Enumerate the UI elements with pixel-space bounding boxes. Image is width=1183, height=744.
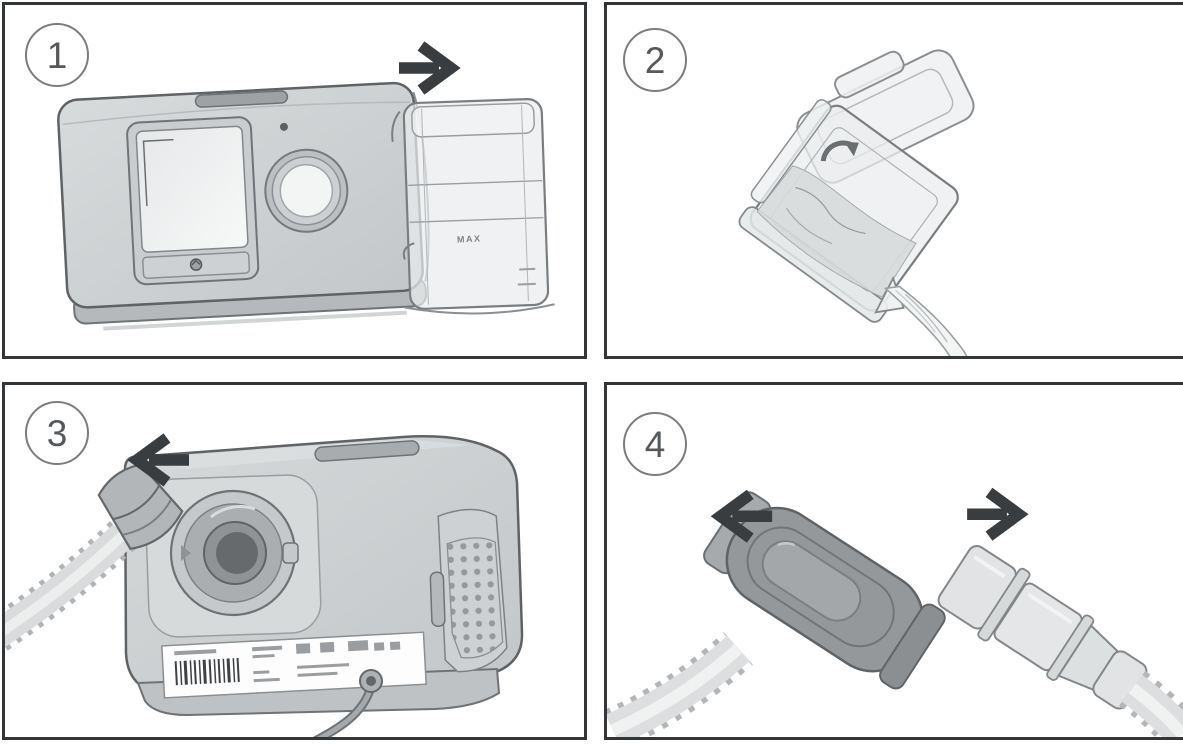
panel-step-1: 1 MAX xyxy=(2,2,587,359)
step-number-badge: 1 xyxy=(25,23,89,87)
step-number-badge: 3 xyxy=(25,401,89,465)
home-button-icon xyxy=(189,258,203,271)
step-number-badge: 2 xyxy=(623,28,687,92)
step-4-illustration xyxy=(607,487,1183,737)
flip-open-curved-arrow-icon xyxy=(820,140,859,162)
start-stop-dial xyxy=(264,148,349,233)
water-tub-open-lid-illustration xyxy=(738,49,975,323)
corrugated-hose-illustration xyxy=(607,632,753,737)
water-pouring-out-illustration xyxy=(883,285,968,356)
corrugated-hose-illustration xyxy=(1119,670,1183,737)
step-number: 1 xyxy=(46,34,68,76)
step-3-illustration xyxy=(5,433,524,737)
device-screen xyxy=(135,125,249,253)
step-number: 3 xyxy=(46,412,68,454)
step-2-illustration xyxy=(738,49,975,356)
led-dot xyxy=(279,122,288,131)
tube-connector-clear-illustration xyxy=(937,545,1148,710)
arrow-right-icon xyxy=(967,487,1029,541)
air-outlet-port-illustration xyxy=(144,474,322,638)
top-handle-slot xyxy=(314,440,420,462)
power-cord-illustration xyxy=(312,669,383,737)
panel-step-2: 2 xyxy=(604,2,1183,359)
step-1-illustration xyxy=(57,41,555,331)
step-number: 2 xyxy=(644,39,666,81)
panel-step-3: 3 xyxy=(2,382,587,740)
step-number: 4 xyxy=(644,423,666,465)
chamber-max-label: MAX xyxy=(456,233,482,245)
top-handle-slot xyxy=(194,90,289,108)
side-vent-illustration xyxy=(429,508,508,673)
arrow-left-icon xyxy=(127,433,189,487)
cpap-device-front-illustration xyxy=(57,81,430,331)
water-tub-sliding-out-illustration xyxy=(391,98,555,315)
arrow-left-icon xyxy=(710,489,773,543)
panel-step-4: 4 xyxy=(604,382,1183,740)
arrow-right-icon xyxy=(399,41,461,95)
tubing-disconnect-illustration xyxy=(5,463,184,651)
step-number-badge: 4 xyxy=(623,412,687,476)
